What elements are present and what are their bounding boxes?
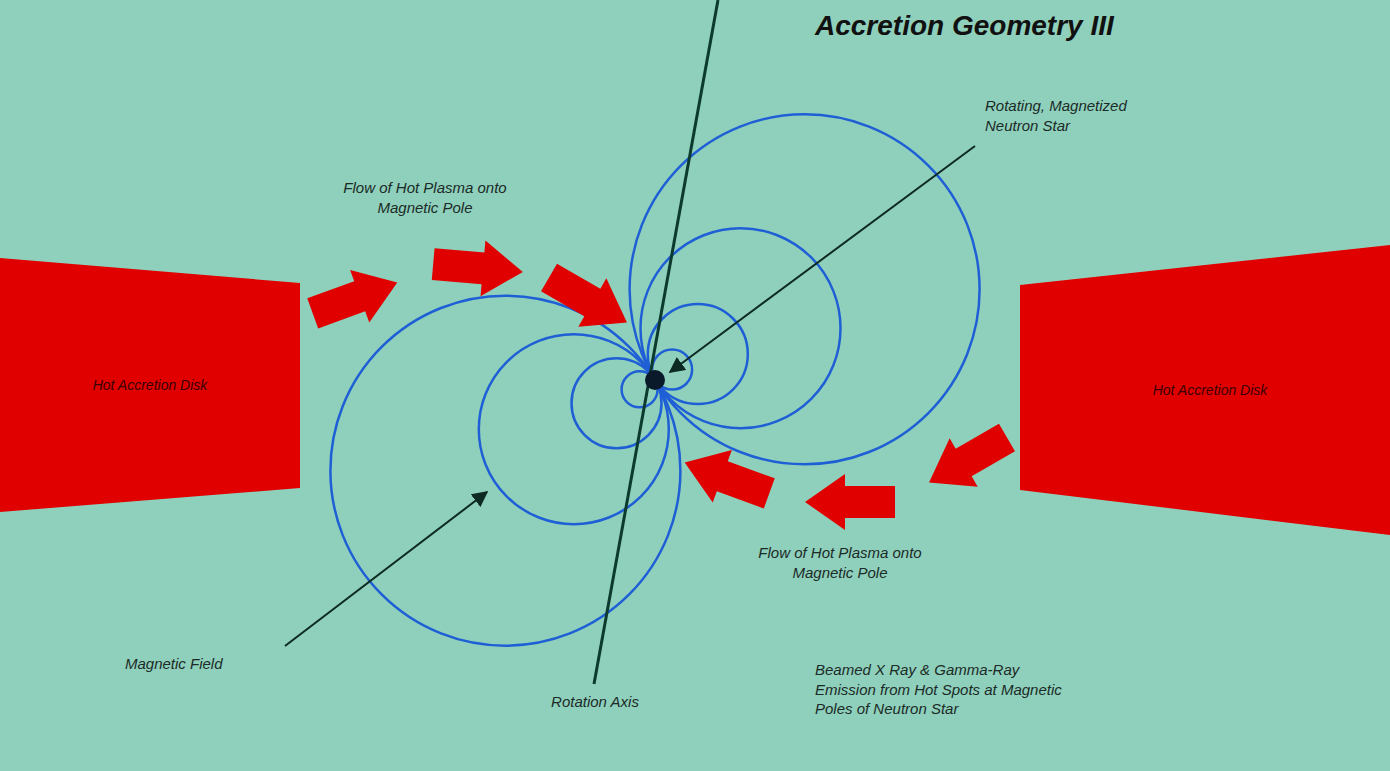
disk-label: Hot Accretion Disk: [1040, 382, 1380, 398]
star-label: Rotating, Magnetized Neutron Star: [985, 96, 1165, 135]
field-label: Magnetic Field: [125, 654, 345, 674]
emission-note: Beamed X Ray & Gamma-Ray Emission from H…: [815, 660, 1065, 719]
neutron-star: [645, 370, 665, 390]
axis-label: Rotation Axis: [500, 692, 690, 712]
plasma-flow-arrows: [303, 236, 1021, 530]
disk-outline: [0, 258, 300, 512]
accretion-disk: Hot Accretion Disk: [0, 258, 300, 512]
leader-line: [285, 492, 487, 646]
disk-outline: [1020, 245, 1390, 535]
leader-line: [670, 146, 975, 372]
disk-label: Hot Accretion Disk: [10, 377, 290, 393]
rotation-axis: [594, 0, 718, 684]
accretion-disk: Hot Accretion Disk: [1020, 245, 1390, 535]
flow-label: Flow of Hot Plasma onto Magnetic Pole: [755, 543, 925, 582]
magnetic-field-lines: [330, 114, 979, 645]
title: Accretion Geometry III: [815, 10, 1114, 42]
flow-label: Flow of Hot Plasma onto Magnetic Pole: [340, 178, 510, 217]
